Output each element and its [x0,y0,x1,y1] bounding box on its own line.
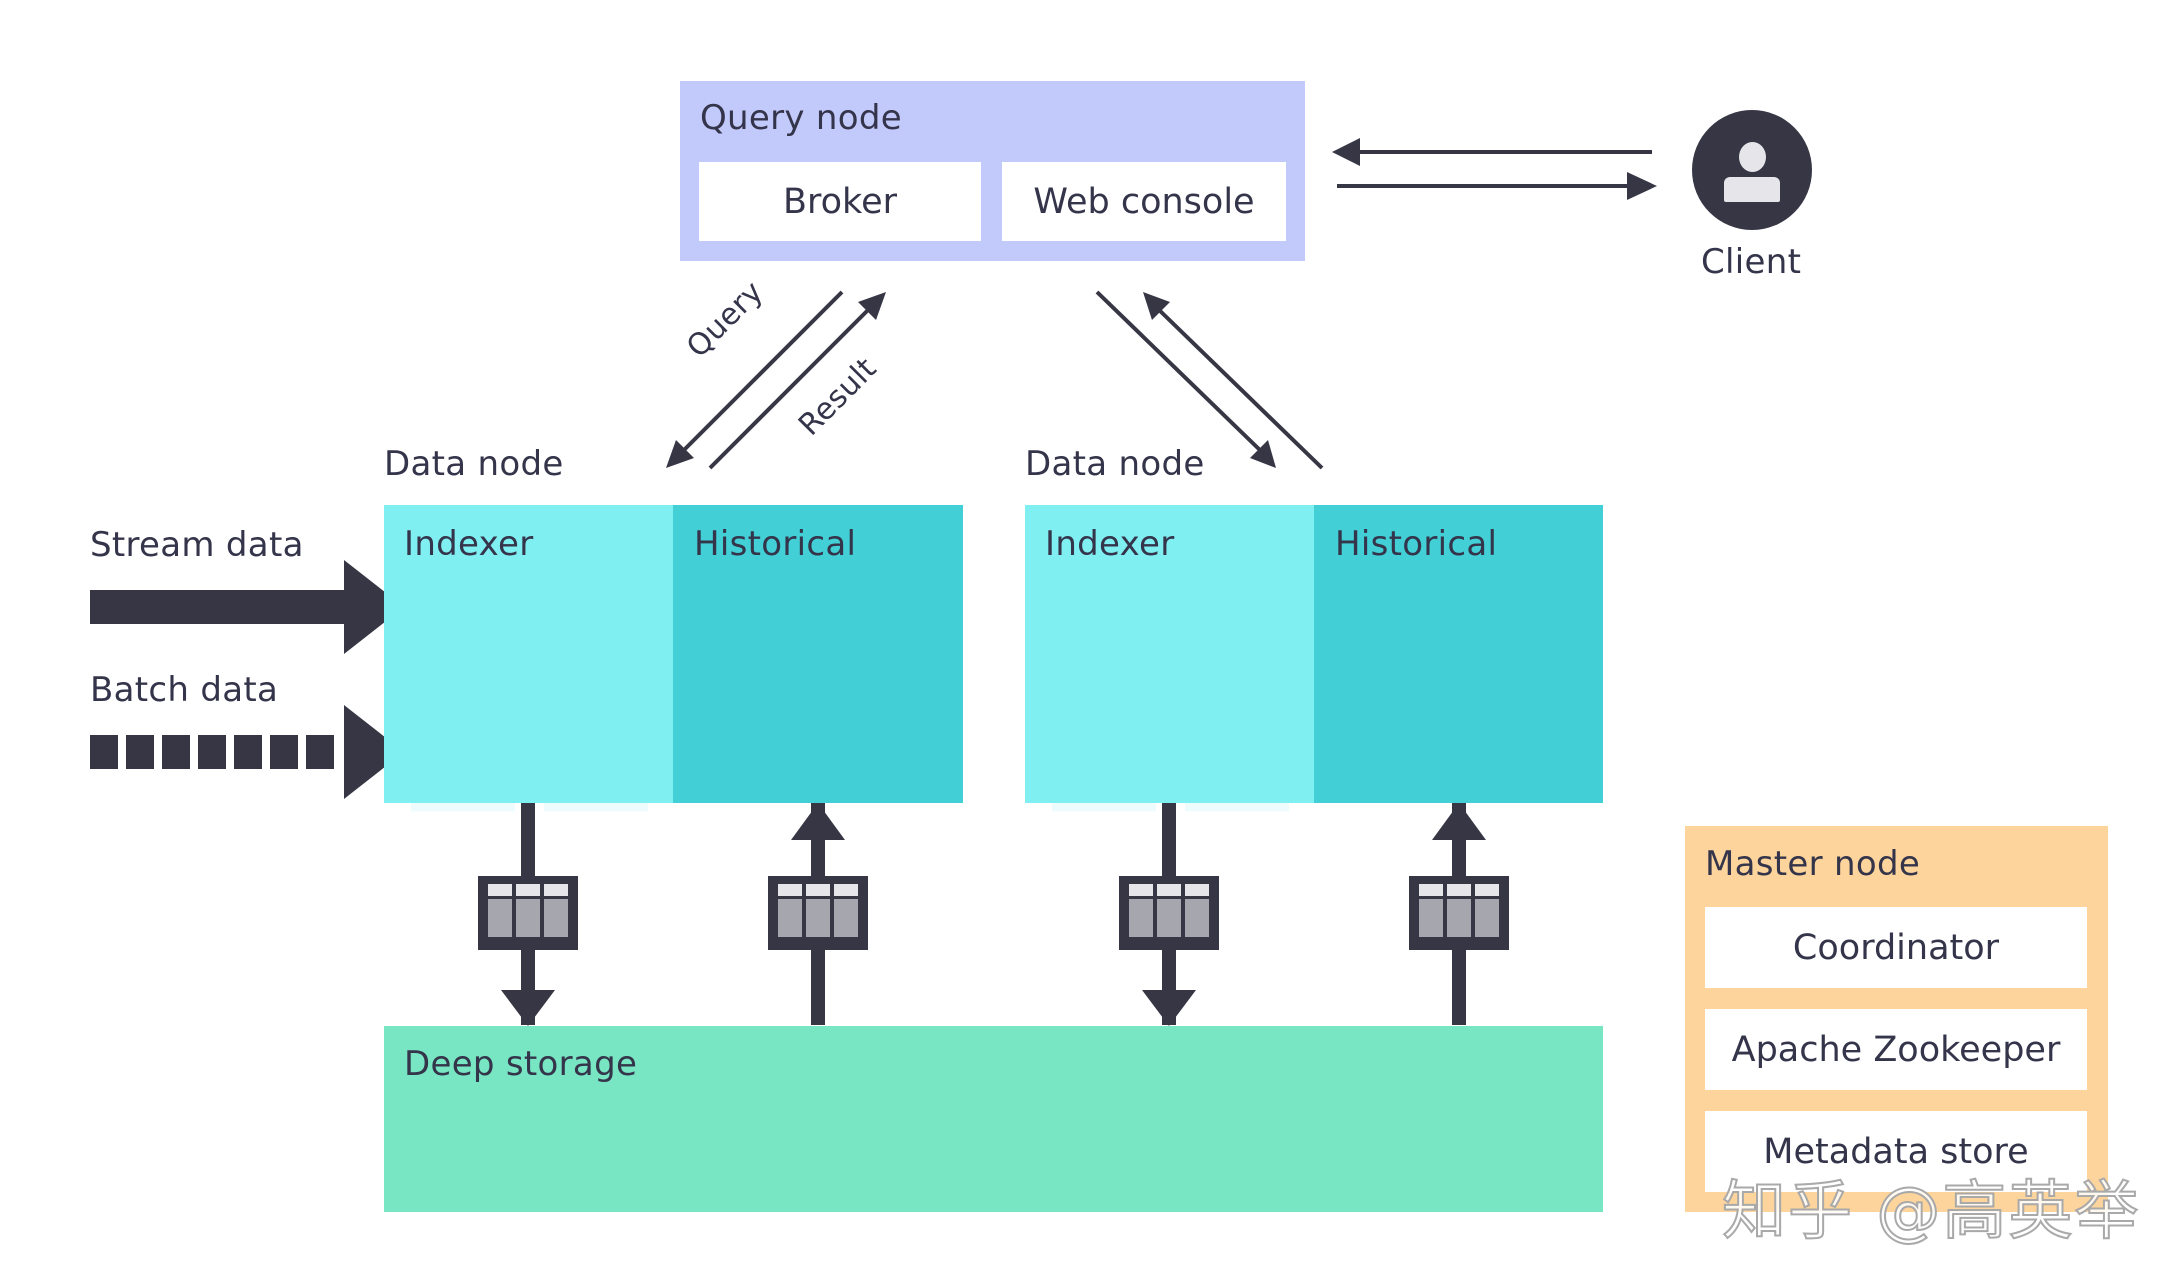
handoff-arrow-1-segment-column [544,899,568,937]
query-arrow-head-icon [666,440,694,468]
query-arrow-head-icon-2 [1250,440,1276,468]
result-arrow-line [708,304,874,470]
load-arrow-2-segment-header [1419,884,1443,896]
handoff-arrow-2-segment-column [1157,899,1181,937]
batch-data-label: Batch data [90,670,279,710]
load-arrow-2-segment-header [1447,884,1471,896]
query-node-title: Query node [700,98,902,138]
deep-storage-label: Deep storage [404,1044,638,1084]
result-arrow-line-2 [1153,304,1324,470]
data-node-2-title: Data node [1025,444,1205,484]
arrow-head-left-icon [1332,138,1360,166]
deep-storage [384,1026,1603,1212]
historical-2-label: Historical [1335,524,1498,564]
load-arrow-1-segment-column [778,899,802,937]
load-arrow-2-segment-header [1475,884,1499,896]
load-arrow-1-head-icon [791,803,845,840]
stream-arrow-shaft [90,590,348,624]
arrow-head-right-icon [1627,172,1657,200]
user-icon [1692,110,1812,230]
load-arrow-1-segment-header [834,884,858,896]
indexer-1-label: Indexer [404,524,534,564]
handoff-arrow-1-segment-column [488,899,512,937]
coordinator-box: Coordinator [1705,907,2087,988]
batch-arrow-dash [270,735,298,769]
handoff-arrow-2-segment-header [1185,884,1209,896]
zookeeper-box: Apache Zookeeper [1705,1009,2087,1090]
historical-2 [1314,505,1603,803]
load-arrow-1-segment-column [806,899,830,937]
handoff-arrow-2-head-icon [1142,990,1196,1026]
load-arrow-2-head-icon [1432,803,1486,840]
batch-arrow-dash [198,735,226,769]
indexer-2 [1025,505,1314,803]
client-label: Client [1701,242,1802,282]
batch-arrow-dash [162,735,190,769]
handoff-arrow-2-segment-column [1129,899,1153,937]
load-arrow-1-segment-header [806,884,830,896]
data-node-1-title: Data node [384,444,564,484]
query-arrow-line-2 [1095,290,1266,456]
metadata-store-box: Metadata store [1705,1111,2087,1192]
handoff-arrow-1-segment-header [544,884,568,896]
handoff-arrow-1-segment-column [516,899,540,937]
handoff-arrow-1-head-icon [501,990,555,1026]
load-arrow-2-segment-column [1475,899,1499,937]
handoff-arrow-1-segment-header [516,884,540,896]
result-arrow-head-icon-2 [1143,292,1170,320]
result-arrow-head-icon [858,292,886,320]
load-arrow-2-segment-column [1419,899,1443,937]
load-arrow-1-segment-header [778,884,802,896]
client-avatar [1692,110,1812,230]
handoff-arrow-2-segment-header [1157,884,1181,896]
handoff-arrow-1-segment-header [488,884,512,896]
batch-arrow-dash [306,735,334,769]
historical-1-label: Historical [694,524,857,564]
broker-box: Broker [699,162,981,241]
batch-arrow-dash [90,735,118,769]
handoff-arrow-2-segment-column [1185,899,1209,937]
load-arrow-2-segment-column [1447,899,1471,937]
batch-arrow-dash [234,735,262,769]
query-arrow-line [678,290,844,456]
historical-1 [673,505,963,803]
web-console-box: Web console [1002,162,1286,241]
watermark: 知乎 @高英举 [1721,1174,2141,1250]
indexer-2-label: Indexer [1045,524,1175,564]
batch-arrow-head-icon [344,705,404,799]
stream-arrow-head-icon [344,560,404,654]
handoff-arrow-2-segment-header [1129,884,1153,896]
indexer-1 [384,505,673,803]
batch-arrow-dash [126,735,154,769]
stream-data-label: Stream data [90,525,304,565]
master-node-title: Master node [1705,844,1921,884]
load-arrow-1-segment-column [834,899,858,937]
